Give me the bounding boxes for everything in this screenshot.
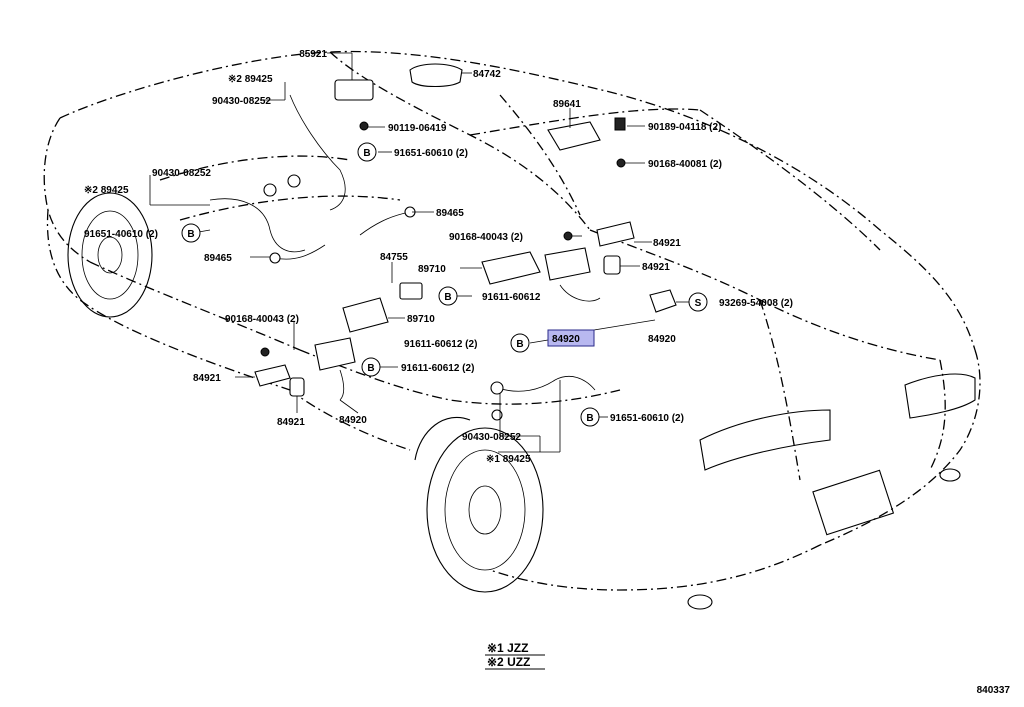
label-90168-43-mid: 90168-40043 (2) [449, 232, 523, 243]
selected-part-highlight[interactable] [547, 329, 595, 347]
part-84921-left-small [289, 377, 305, 397]
label-89710-mid: 89710 [418, 264, 446, 275]
label-84921-c: 84921 [193, 373, 221, 384]
label-89465-right: 89465 [436, 208, 464, 219]
label-84920-c: 84920 [339, 415, 367, 426]
rear-wheel [414, 416, 544, 593]
svg-text:B: B [187, 229, 194, 240]
label-90189: 90189-04118 (2) [648, 122, 721, 133]
part-89710-center [481, 251, 541, 285]
label-90168-81: 90168-40081 (2) [648, 159, 722, 170]
label-91611-a: 91611-60612 [482, 292, 541, 303]
part-84920-bracket [649, 289, 677, 313]
label-90430-bot: 90430-08252 [462, 432, 521, 443]
label-84921-a: 84921 [653, 238, 681, 249]
reference-bubbles: B B B B B B S [181, 142, 708, 427]
svg-text:B: B [586, 413, 593, 424]
label-84921-d: 84921 [277, 417, 305, 428]
label-84921-b: 84921 [642, 262, 670, 273]
label-93269: 93269-54008 (2) [719, 298, 793, 309]
legend-line-1: ※1 JZZ [487, 641, 528, 655]
label-84742: 84742 [473, 69, 501, 80]
label-89710-left: 89710 [407, 314, 435, 325]
part-84742 [409, 63, 463, 88]
part-84921-left [254, 364, 291, 387]
part-89641 [547, 121, 601, 151]
sensor-wire-89465 [359, 211, 411, 236]
label-90430-top: 90430-08252 [212, 96, 271, 107]
svg-text:B: B [363, 148, 370, 159]
svg-text:B: B [444, 292, 451, 303]
part-labels: 85921 84742 ※2 89425 90430-08252 90119-0… [84, 49, 793, 465]
bolt-90168-43-mid [563, 231, 573, 241]
part-84755 [399, 282, 423, 300]
label-90430-left: 90430-08252 [152, 168, 211, 179]
rear-details [687, 373, 976, 610]
label-89425-left: ※2 89425 [84, 185, 129, 196]
car-body-outline [43, 50, 981, 591]
parts [209, 63, 677, 421]
sensor-wire-89465-left [274, 244, 326, 260]
part-85921 [334, 79, 374, 101]
bolt-90119 [359, 121, 369, 131]
sensor-wire-left [209, 198, 306, 253]
bolt-90168-43-left [260, 347, 270, 357]
label-84920-hl: 84920 [552, 334, 580, 345]
label-85921: 85921 [299, 49, 327, 60]
label-90168-43-left: 90168-40043 (2) [225, 314, 299, 325]
label-91651-40610: 91651-40610 (2) [84, 229, 158, 240]
part-89710-left [342, 297, 389, 333]
label-84920-r: 84920 [648, 334, 676, 345]
label-91611-c: 91611-60612 (2) [401, 363, 474, 374]
label-84755: 84755 [380, 252, 408, 263]
label-90119: 90119-06419 [388, 123, 447, 134]
label-91611-b: 91611-60612 (2) [404, 339, 477, 350]
svg-text:S: S [695, 298, 702, 309]
label-89425-bot: ※1 89425 [486, 454, 531, 465]
bolt-90168-81 [616, 158, 626, 168]
sensor-wire-top [289, 94, 346, 211]
label-89465-left: 89465 [204, 253, 232, 264]
part-84921-upper [596, 221, 635, 247]
svg-text:B: B [367, 363, 374, 374]
label-91651-60610-bot: 91651-60610 (2) [610, 413, 684, 424]
diagram-number: 840337 [977, 685, 1011, 696]
part-84920-left [314, 337, 356, 371]
part-84921-small [603, 255, 621, 275]
bolt-90189 [614, 117, 626, 131]
legend: ※1 JZZ ※2 UZZ [485, 641, 545, 670]
label-89641: 89641 [553, 99, 581, 110]
legend-line-2: ※2 UZZ [487, 655, 530, 669]
front-wheel [67, 192, 153, 318]
svg-text:B: B [516, 339, 523, 350]
label-91651-60610-top: 91651-60610 (2) [394, 148, 468, 159]
leader-lines [149, 52, 690, 453]
sensor-wire-bottom [497, 376, 596, 392]
label-89425-top: ※2 89425 [228, 74, 273, 85]
part-84920-right [544, 247, 591, 281]
